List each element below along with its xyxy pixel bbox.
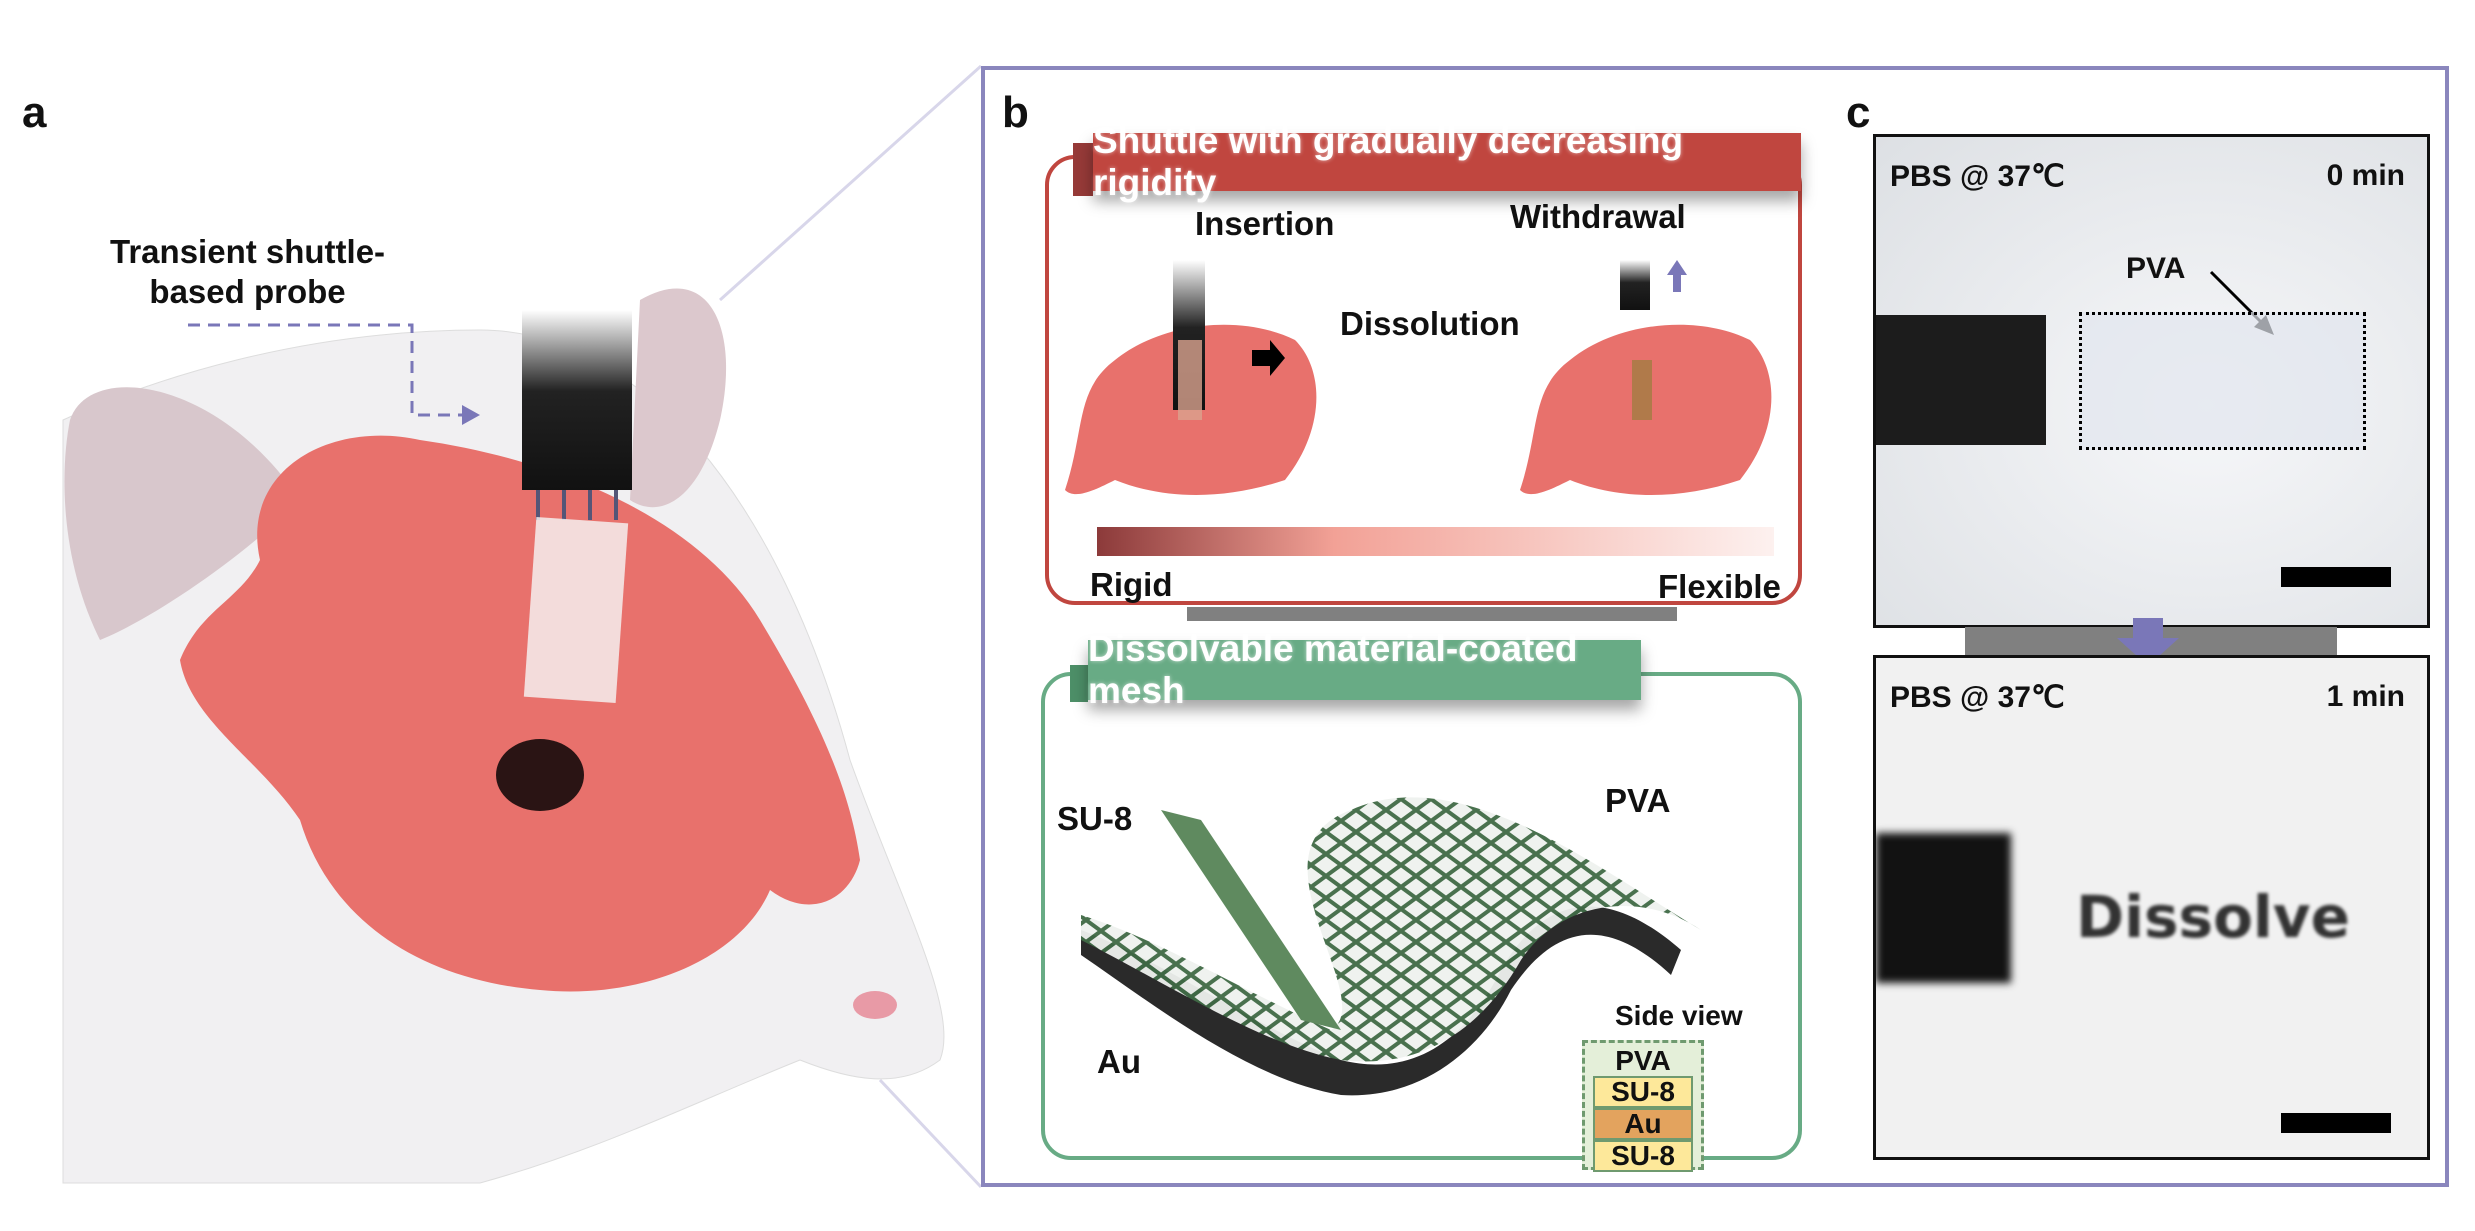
au-label: Au	[1097, 1043, 1141, 1080]
zoom-line-bottom	[878, 1078, 983, 1189]
dissolve-text: Dissolve	[2076, 883, 2350, 951]
rigidity-header: Shuttle with gradually decreasing rigidi…	[1093, 120, 1801, 203]
mesh-header-tab	[1070, 665, 1088, 702]
probe-shuttle	[522, 310, 632, 490]
insertion-label: Insertion	[1195, 205, 1335, 242]
mesh-remaining	[1632, 360, 1652, 420]
side-view-box: PVA SU-8 Au SU-8	[1582, 1040, 1704, 1172]
pva-annotation: PVA	[2126, 252, 2186, 285]
shuttle-photo-blurred	[1876, 833, 2011, 983]
pva-region-box	[2079, 312, 2366, 450]
probe-mesh	[523, 517, 629, 703]
mouse-nose	[853, 991, 897, 1019]
shuttle-withdrawn	[1620, 260, 1650, 310]
probe-shanks	[536, 490, 618, 520]
zoom-frame	[981, 66, 2449, 1187]
arrowhead-icon	[462, 405, 480, 425]
time-arrow-icon	[2117, 618, 2179, 666]
layer-su8-bottom: SU-8	[1593, 1140, 1693, 1172]
probe-pointer-arrow	[188, 323, 462, 417]
rigidity-header-tab	[1073, 143, 1093, 196]
mouse-ear-left	[64, 387, 300, 640]
side-view-title: Side view	[1615, 1000, 1743, 1031]
layer-pva: PVA	[1615, 1045, 1671, 1076]
panel-a-label: a	[22, 88, 47, 137]
time-label-top: 0 min	[2326, 159, 2405, 192]
condition-label-bottom: PBS @ 37℃	[1890, 681, 2065, 714]
su8-label: SU-8	[1057, 800, 1133, 837]
panel-c-label: c	[1846, 88, 1871, 137]
mouse-head-skin	[180, 435, 860, 992]
mesh-illustration	[1081, 797, 1701, 1096]
pva-label: PVA	[1605, 782, 1671, 819]
connector-b	[1187, 607, 1677, 621]
layer-su8-top: SU-8	[1593, 1076, 1693, 1108]
rigidity-illustration	[1065, 260, 1772, 495]
flexible-label: Flexible	[1658, 568, 1781, 605]
mouse-ear-right	[630, 288, 727, 508]
mesh-header: Dissolvable material-coated mesh	[1088, 628, 1641, 711]
panel-b-label: b	[1002, 88, 1029, 137]
probe-label-line2: based probe	[149, 273, 346, 310]
probe-label-line1: Transient shuttle-	[110, 233, 386, 270]
dissolution-arrow-icon	[1252, 340, 1285, 376]
mouse-eye	[496, 739, 584, 811]
rigidity-gradient-bar	[1097, 527, 1774, 556]
mesh-inserted	[1178, 340, 1202, 420]
scale-bar-bottom	[2281, 1113, 2391, 1133]
withdrawal-label: Withdrawal	[1510, 198, 1686, 235]
time-label-bottom: 1 min	[2326, 680, 2405, 713]
photo-0min: PBS @ 37℃ 0 min PVA	[1873, 134, 2430, 628]
zoom-line-top	[718, 64, 983, 302]
condition-label-top: PBS @ 37℃	[1890, 160, 2065, 193]
photo-1min: PBS @ 37℃ 1 min Dissolve	[1873, 655, 2430, 1160]
shuttle-photo	[1876, 315, 2046, 445]
layer-au: Au	[1593, 1108, 1693, 1140]
scale-bar-top	[2281, 567, 2391, 587]
withdrawal-arrow-icon	[1667, 260, 1687, 292]
rigid-label: Rigid	[1090, 566, 1173, 603]
dissolution-label: Dissolution	[1340, 305, 1520, 342]
probe-label: Transient shuttle- based probe	[110, 232, 385, 312]
